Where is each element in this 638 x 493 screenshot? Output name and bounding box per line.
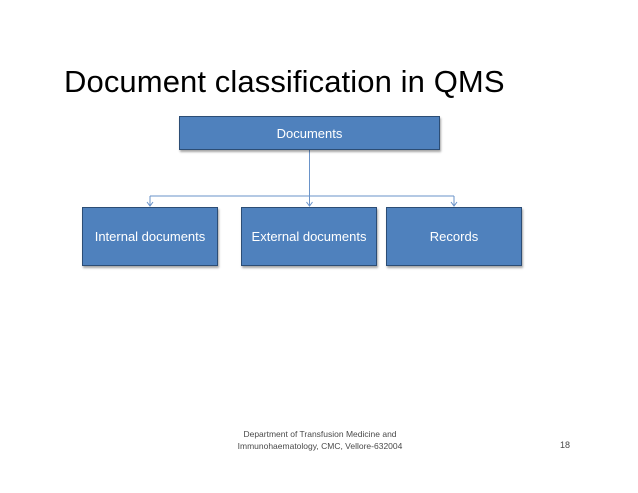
slide-footer: Department of Transfusion Medicine and I… (237, 429, 403, 451)
node-external-documents-label: External documents (251, 229, 367, 244)
node-external-documents: External documents (241, 207, 377, 266)
arrowhead-external (306, 201, 313, 207)
arrowhead-records (450, 201, 458, 207)
arrowhead-internal (146, 201, 154, 207)
node-records-label: Records (429, 229, 479, 244)
node-internal-documents-label: Internal documents (94, 229, 206, 244)
page-number: 18 (560, 440, 571, 450)
node-records: Records (386, 207, 522, 266)
node-documents: Documents (179, 116, 440, 150)
node-internal-documents: Internal documents (82, 207, 218, 266)
node-documents-label: Documents (276, 125, 343, 141)
slide-title: Document classification in QMS (64, 64, 505, 99)
